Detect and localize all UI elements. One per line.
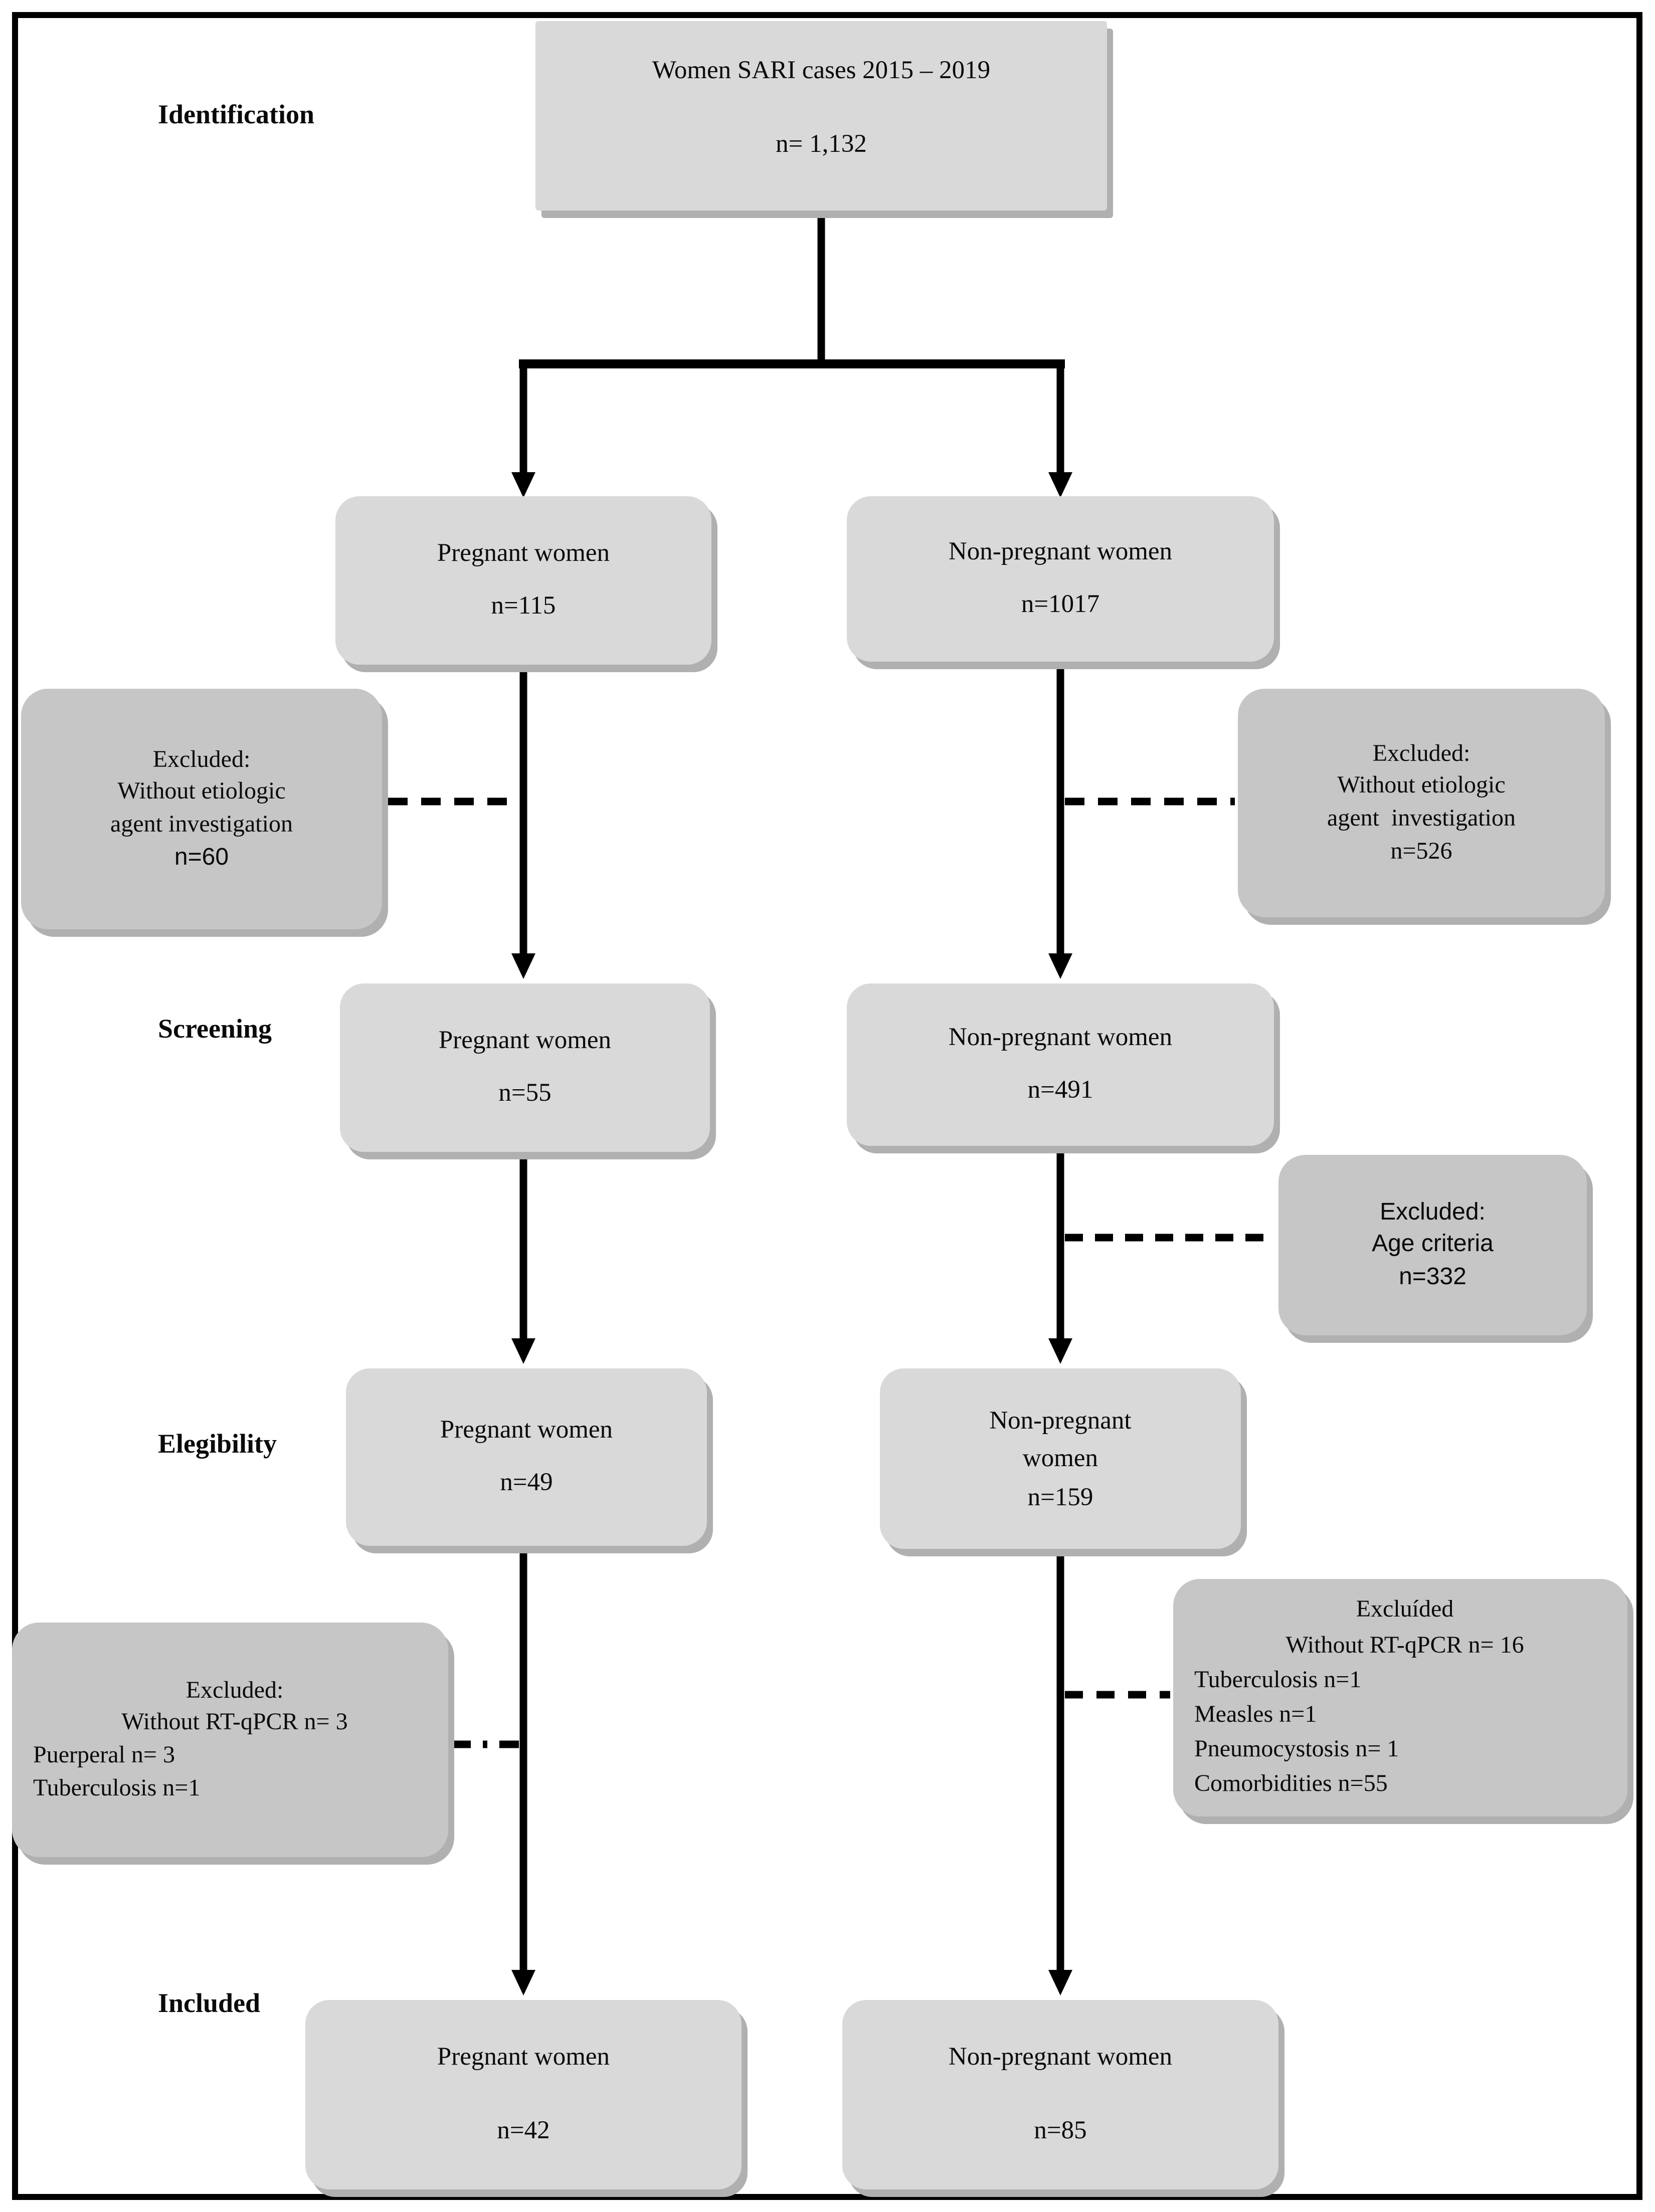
excluded-title: Excluíded xyxy=(1356,1597,1454,1624)
excluded-count: n=526 xyxy=(1390,838,1452,864)
excluded-line: Without etiologic xyxy=(1337,773,1506,799)
excluded-item: Without RT-qPCR n= 16 xyxy=(1285,1632,1524,1658)
flow-box-source: Women SARI cases 2015 – 2019 n= 1,132 xyxy=(535,21,1107,211)
excluded-item: Tuberculosis n=1 xyxy=(1194,1667,1362,1693)
excluded-line: Without etiologic xyxy=(117,779,286,806)
box-count: n=1017 xyxy=(1021,589,1100,618)
box-label: Pregnant women xyxy=(438,1026,612,1055)
box-label: Pregnant women xyxy=(440,1415,613,1444)
box-label: Pregnant women xyxy=(437,538,610,567)
box-count: n=115 xyxy=(491,591,556,620)
box-label: Pregnant women xyxy=(437,2042,610,2071)
excluded-item: Tuberculosis n=1 xyxy=(33,1775,201,1801)
excluded-item: Pneumocystosis n= 1 xyxy=(1194,1737,1399,1763)
excluded-title: Excluded: xyxy=(1372,741,1470,767)
source-count: n= 1,132 xyxy=(776,129,867,158)
outer-frame xyxy=(12,12,1642,2200)
excluded-title: Excluded: xyxy=(152,747,251,773)
flow-box-nonpregnant-eligible: Non-pregnant women n=159 xyxy=(880,1368,1241,1549)
excluded-title: Excluded: xyxy=(186,1678,284,1704)
excluded-box-age-criteria: Excluded: Age criteria n=332 xyxy=(1278,1155,1587,1335)
box-count: n=55 xyxy=(498,1078,551,1107)
excluded-box-nonpregnant-eligibility-exclusions: Excluíded Without RT-qPCR n= 16 Tubercul… xyxy=(1173,1579,1627,1817)
excluded-line: Age criteria xyxy=(1372,1232,1494,1258)
excluded-item: Without RT-qPCR n= 3 xyxy=(121,1710,348,1736)
excluded-line: agent investigation xyxy=(1327,806,1516,832)
box-label: Non-pregnant xyxy=(989,1405,1132,1435)
stage-label-identification: Identification xyxy=(158,99,315,129)
box-label: Non-pregnant women xyxy=(948,1023,1173,1052)
flow-box-pregnant-screened: Pregnant women n=55 xyxy=(340,983,710,1152)
stage-label-eligibility: Elegibility xyxy=(158,1429,277,1459)
stage-label-screening: Screening xyxy=(158,1014,272,1044)
excluded-box-pregnant-eligibility-exclusions: Excluded: Without RT-qPCR n= 3 Puerperal… xyxy=(12,1623,448,1857)
box-label: women xyxy=(1022,1444,1098,1473)
flow-box-pregnant-included: Pregnant women n=42 xyxy=(305,2000,742,2189)
excluded-line: agent investigation xyxy=(110,812,293,838)
flow-box-nonpregnant-screened: Non-pregnant women n=491 xyxy=(847,983,1274,1146)
flow-box-nonpregnant-included: Non-pregnant women n=85 xyxy=(842,2000,1278,2189)
box-count: n=85 xyxy=(1034,2116,1087,2144)
flow-box-pregnant-eligible: Pregnant women n=49 xyxy=(346,1368,707,1546)
excluded-box-pregnant-no-etiologic: Excluded: Without etiologic agent invest… xyxy=(21,689,382,929)
box-count: n=491 xyxy=(1027,1075,1093,1104)
stage-label-included: Included xyxy=(158,1988,261,2018)
flow-box-nonpregnant-identified: Non-pregnant women n=1017 xyxy=(847,496,1274,662)
flow-box-pregnant-identified: Pregnant women n=115 xyxy=(335,496,711,665)
box-label: Non-pregnant women xyxy=(948,537,1173,566)
excluded-count: n=60 xyxy=(174,844,229,870)
box-count: n=42 xyxy=(497,2116,550,2144)
excluded-box-nonpregnant-no-etiologic: Excluded: Without etiologic agent invest… xyxy=(1238,689,1605,917)
excluded-item: Comorbidities n=55 xyxy=(1194,1772,1388,1798)
box-count: n=49 xyxy=(500,1468,553,1496)
excluded-item: Puerperal n= 3 xyxy=(33,1743,175,1768)
source-title: Women SARI cases 2015 – 2019 xyxy=(652,56,991,84)
excluded-title: Excluded: xyxy=(1380,1199,1486,1225)
excluded-count: n=332 xyxy=(1399,1264,1466,1290)
box-count: n=159 xyxy=(1027,1482,1093,1511)
box-label: Non-pregnant women xyxy=(948,2042,1173,2071)
excluded-item: Measles n=1 xyxy=(1194,1702,1317,1728)
